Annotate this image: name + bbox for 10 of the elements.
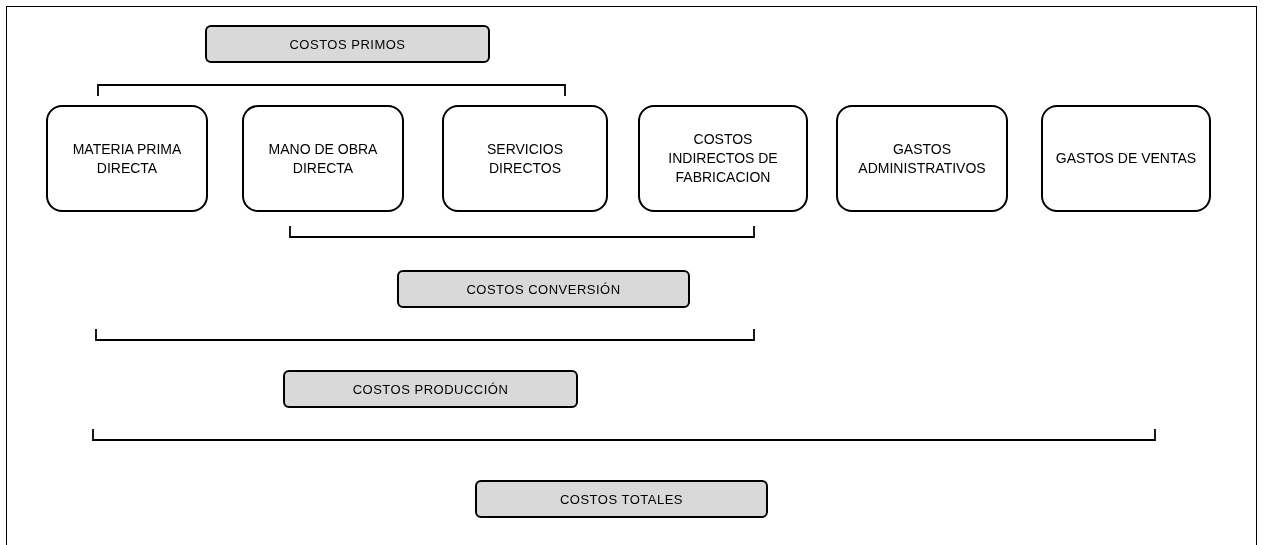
category-label: COSTOS CONVERSIÓN (397, 270, 690, 308)
category-label: COSTOS TOTALES (475, 480, 768, 518)
cost-box: MANO DE OBRA DIRECTA (242, 105, 404, 212)
cost-box: GASTOS DE VENTAS (1041, 105, 1211, 212)
cost-box: GASTOS ADMINISTRATIVOS (836, 105, 1008, 212)
cost-box: MATERIA PRIMA DIRECTA (46, 105, 208, 212)
cost-box: COSTOS INDIRECTOS DE FABRICACION (638, 105, 808, 212)
cost-box: SERVICIOS DIRECTOS (442, 105, 608, 212)
category-label: COSTOS PRODUCCIÓN (283, 370, 578, 408)
category-label: COSTOS PRIMOS (205, 25, 490, 63)
